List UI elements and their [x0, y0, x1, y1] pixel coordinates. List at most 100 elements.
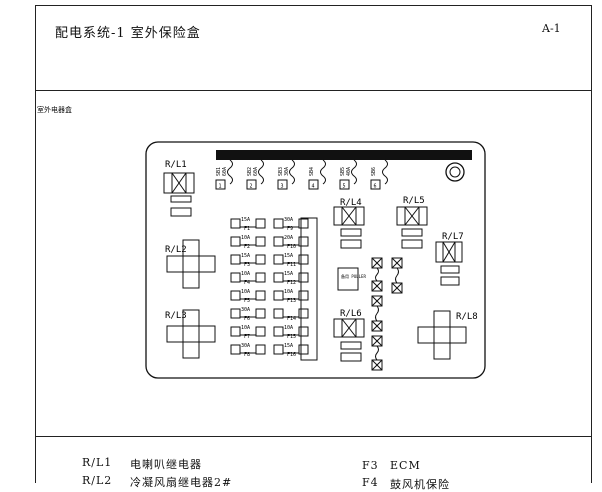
relay-l7-pin — [440, 265, 460, 274]
fuse-terminal — [255, 290, 266, 301]
fuse-terminal — [230, 272, 241, 283]
top-fuse-terminal — [215, 179, 226, 190]
fuse-terminal — [255, 308, 266, 319]
legend-code-1: R/L2 — [82, 474, 113, 487]
fuse-rating: 10A — [241, 235, 250, 241]
fusible-link-icon — [258, 159, 264, 185]
fuse-terminal — [273, 308, 284, 319]
top-fuse-number: 3 — [281, 184, 284, 190]
fuse-rating: 30A — [241, 307, 250, 313]
legend-divider — [35, 436, 592, 437]
fuse-terminal — [273, 236, 284, 247]
fuse-rating: 10A — [241, 271, 250, 277]
relay-label-l5: R/L5 — [403, 196, 425, 206]
fuse-id: F15 — [287, 334, 296, 340]
legend-desc-2: ECM — [390, 459, 421, 472]
wire-link — [375, 267, 379, 282]
relay-label-l7: R/L7 — [442, 232, 464, 242]
top-fuse-number: 1 — [219, 184, 222, 190]
relay-l7 — [435, 241, 463, 263]
box-label: 室外电器盒 — [37, 106, 72, 114]
top-fuse-rating: 40A — [346, 167, 352, 176]
fusible-link-icon — [351, 159, 357, 185]
stud-terminal-inner-icon — [449, 166, 461, 178]
fuse-id: F1 — [244, 226, 250, 232]
fuse-rating: 20A — [284, 235, 293, 241]
fuse-terminal — [230, 254, 241, 265]
fuse-rating: 30A — [284, 217, 293, 223]
fuse-terminal — [255, 344, 266, 355]
puller-label: 备用 PULLER — [341, 273, 366, 279]
fuse-terminal — [298, 308, 309, 319]
fuse-box-housing — [145, 141, 486, 379]
header-divider — [35, 90, 592, 91]
fuse-terminal — [298, 236, 309, 247]
legend-code-0: R/L1 — [82, 456, 113, 469]
fuse-rating: 30A — [241, 343, 250, 349]
top-fuse-number: 4 — [312, 184, 315, 190]
relay-l7-pin — [440, 276, 460, 286]
fuse-terminal — [298, 326, 309, 337]
top-fuse-number: 5 — [343, 184, 346, 190]
relay-label-l6: R/L6 — [340, 309, 362, 319]
top-fuse-terminal — [246, 179, 257, 190]
page-title: 配电系统-1 室外保险盒 — [55, 26, 201, 41]
legend-desc-0: 电喇叭继电器 — [130, 458, 202, 471]
fuse-bus-strip — [300, 217, 318, 361]
relay-l6-pin — [340, 352, 362, 362]
fuse-terminal — [298, 218, 309, 229]
fuse-terminal — [230, 344, 241, 355]
fusible-link-icon — [289, 159, 295, 185]
fuse-id: F13 — [287, 298, 296, 304]
fuse-rating: 10A — [241, 325, 250, 331]
stud-terminal-icon — [445, 162, 465, 182]
fuse-id: F9 — [287, 226, 293, 232]
relay-l5-pin — [401, 239, 423, 249]
relay-l4 — [333, 206, 365, 226]
fuse-id: F5 — [244, 298, 250, 304]
page-code: A-1 — [542, 22, 561, 35]
legend-code-2: F3 — [362, 459, 379, 472]
fuse-rating: 15A — [284, 253, 293, 259]
diagram-frame — [35, 5, 592, 483]
top-fuse-rating: 30A — [284, 167, 290, 176]
fuse-id: F14 — [287, 316, 296, 322]
fuse-id: F12 — [287, 280, 296, 286]
top-fuse-terminal — [339, 179, 350, 190]
top-fuse-rating: 60A — [222, 167, 228, 176]
top-fuse-label: SB2 — [247, 167, 253, 176]
fuse-terminal — [230, 290, 241, 301]
fuse-terminal — [255, 254, 266, 265]
relay-l1-pin — [170, 207, 192, 217]
relay-label-l4: R/L4 — [340, 198, 362, 208]
relay-label-l2: R/L2 — [165, 245, 187, 255]
fuse-rating: 15A — [241, 253, 250, 259]
legend-desc-3: 鼓风机保险 — [390, 478, 450, 491]
fuse-grid: 15AF110AF215AF310AF410AF530AF610AF730AF8… — [230, 217, 309, 358]
fuse-rating: 15A — [284, 343, 293, 349]
fuse-terminal — [273, 290, 284, 301]
fuse-id: F4 — [244, 280, 250, 286]
fuse-terminal — [255, 272, 266, 283]
relay-l1 — [163, 172, 195, 194]
top-fuse-number: 2 — [250, 184, 253, 190]
fuse-terminal — [273, 272, 284, 283]
fuse-terminal — [255, 326, 266, 337]
relay-l4-pin — [340, 228, 362, 237]
fuse-rating: 15A — [284, 271, 293, 277]
fuse-rating: 10A — [284, 289, 293, 295]
relay-l6-pin — [340, 341, 362, 350]
fuse-terminal — [255, 218, 266, 229]
top-fuse-terminal — [370, 179, 381, 190]
fuse-id: F10 — [287, 244, 296, 250]
fuse-terminal — [298, 272, 309, 283]
top-fuse-rating: 60A — [253, 167, 259, 176]
fuse-terminal — [255, 236, 266, 247]
fuse-id: F8 — [244, 352, 250, 358]
fusible-link-icon — [227, 159, 233, 185]
top-fuse-label: SB4 — [309, 167, 315, 176]
relay-l5-pin — [401, 228, 423, 237]
fuse-id: F3 — [244, 262, 250, 268]
top-fuse-label: SB3 — [278, 167, 284, 176]
